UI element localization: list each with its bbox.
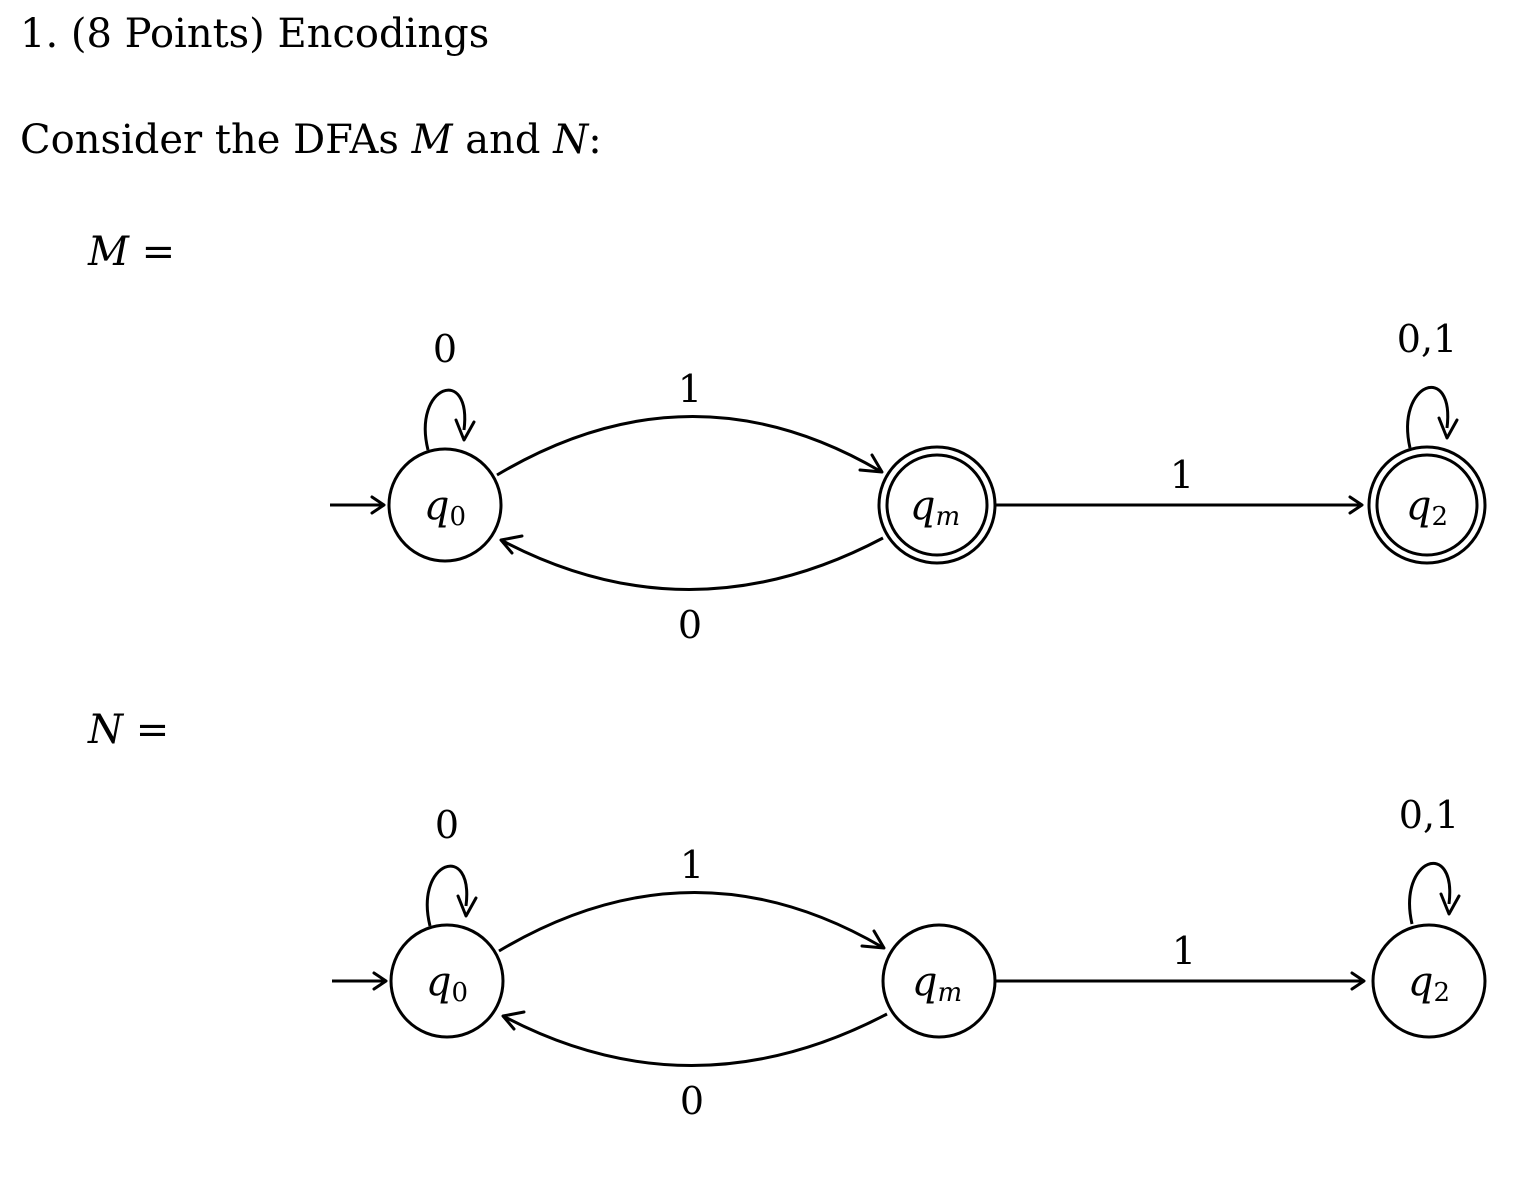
- edge-q0-qm-arrowhead: [858, 453, 884, 474]
- accepting-ring-q2: [1375, 453, 1479, 557]
- state-qm-subscript: m: [935, 502, 960, 532]
- edge-qm-q2-label: 1: [1170, 453, 1194, 497]
- state-q2-subscript: 2: [1434, 978, 1451, 1008]
- svg-text:qm: qm: [912, 959, 962, 1008]
- state-q0-symbol: q: [426, 959, 452, 1005]
- edge-qm-q0-arrowhead: [501, 1010, 526, 1031]
- state-qm-symbol: q: [912, 959, 938, 1005]
- edge-qm-q2-arrowhead: [1348, 495, 1364, 515]
- loop-q2-label: 0,1: [1399, 793, 1459, 837]
- intro-sentence: Consider the DFAs M and N:: [20, 114, 602, 166]
- edge-q0-qm: [498, 891, 883, 953]
- loop-q0-arrowhead: [456, 894, 478, 918]
- loop-q0-arrowhead: [454, 418, 476, 442]
- svg-text:q2: q2: [1408, 959, 1450, 1008]
- intro-text-before: Consider the DFAs: [20, 117, 412, 163]
- state-q2-symbol: q: [1408, 959, 1434, 1005]
- start-arrow: [330, 495, 386, 515]
- edge-qm-q0-label: 0: [680, 1079, 704, 1123]
- edge-q0-qm-label: 1: [678, 367, 702, 411]
- svg-text:qm: qm: [910, 483, 960, 532]
- svg-text:q2: q2: [1406, 483, 1448, 532]
- edge-qm-q0: [502, 1012, 888, 1067]
- state-q0: q0: [389, 923, 505, 1039]
- edge-q0-qm-arrowhead: [860, 929, 886, 950]
- dfa-n-equals: =: [123, 707, 170, 753]
- edge-qm-q0-label: 0: [678, 603, 702, 647]
- state-q0: q0: [387, 447, 503, 563]
- svg-text:q0: q0: [426, 959, 468, 1008]
- dfa-m-name: M: [88, 229, 129, 275]
- edge-qm-q2-arrowhead: [1350, 971, 1366, 991]
- state-qm: qm: [877, 445, 997, 565]
- loop-q0: [425, 864, 469, 927]
- state-qm: qm: [881, 923, 997, 1039]
- edge-q0-qm-label: 1: [680, 843, 704, 887]
- start-arrow: [332, 971, 388, 991]
- intro-text-middle: and: [452, 117, 554, 163]
- dfa-n-name: N: [88, 707, 123, 753]
- loop-q2: [1406, 386, 1450, 449]
- state-q2-symbol: q: [1406, 483, 1432, 529]
- state-q0-subscript: 0: [452, 978, 469, 1008]
- accepting-ring-qm: [885, 453, 989, 557]
- loop-q2-arrowhead: [1437, 416, 1459, 440]
- state-q2-subscript: 2: [1432, 502, 1449, 532]
- intro-text-after: :: [588, 117, 602, 163]
- edge-qm-q2-label: 1: [1172, 929, 1196, 973]
- edge-q0-qm: [496, 415, 881, 477]
- loop-q0-label: 0: [435, 803, 459, 847]
- state-qm-subscript: m: [937, 978, 962, 1008]
- intro-var-m: M: [411, 117, 453, 163]
- dfa-m-label: M =: [88, 226, 175, 278]
- loop-q2: [1408, 862, 1452, 925]
- loop-q2-label: 0,1: [1397, 317, 1457, 361]
- dfa-n-label: N =: [88, 704, 169, 756]
- state-q2: q2: [1371, 923, 1487, 1039]
- question-heading: 1. (8 Points) Encodings: [20, 11, 490, 57]
- state-q0-subscript: 0: [450, 502, 467, 532]
- state-q0-symbol: q: [424, 483, 450, 529]
- dfa-n-diagram: 0 1 0 1 0,1 q0 qm q2: [332, 793, 1487, 1123]
- state-q2: q2: [1367, 445, 1487, 565]
- loop-q2-arrowhead: [1439, 892, 1461, 916]
- loop-q0: [423, 388, 467, 451]
- intro-var-n: N: [553, 117, 589, 163]
- dfa-m-equals: =: [128, 229, 176, 275]
- edge-qm-q0: [500, 536, 884, 591]
- dfa-m-diagram: 0 1 0 1 0,1 q0 qm q2: [330, 317, 1487, 647]
- state-qm-symbol: q: [910, 483, 936, 529]
- loop-q0-label: 0: [433, 327, 457, 371]
- svg-text:q0: q0: [424, 483, 466, 532]
- edge-qm-q0-arrowhead: [499, 534, 524, 555]
